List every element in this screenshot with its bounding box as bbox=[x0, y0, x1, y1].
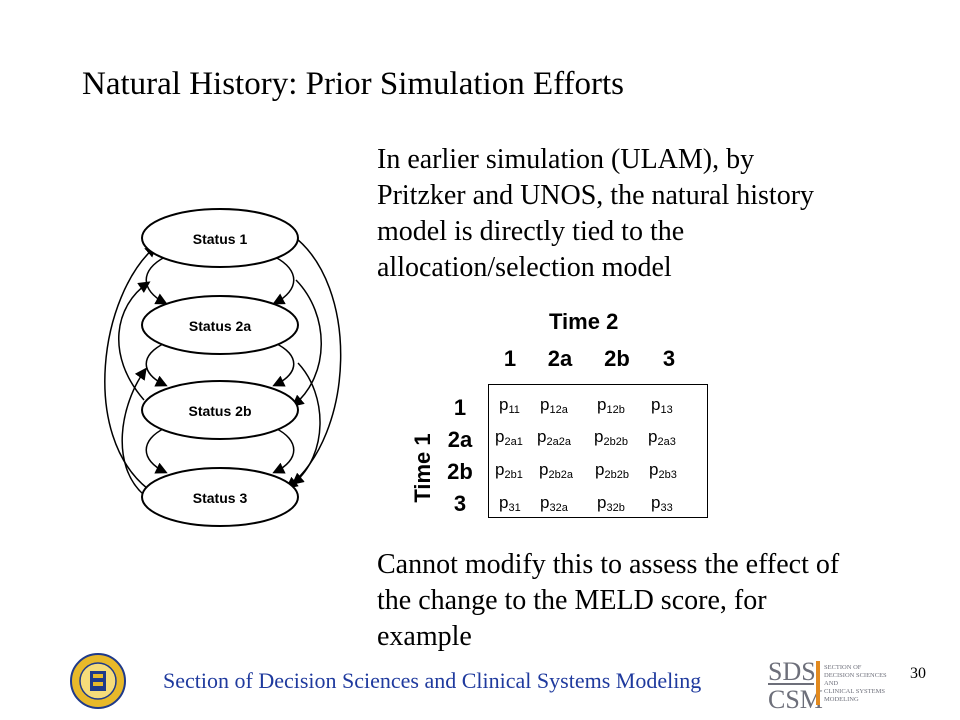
col-header: 2a bbox=[547, 346, 573, 371]
transition-matrix: p11 p12a p12b p13 p2a1 p2a2a p2b2b p2a3 … bbox=[488, 384, 708, 518]
matrix-cell: p2b3 bbox=[649, 460, 677, 481]
slide-title: Natural History: Prior Simulation Effort… bbox=[82, 66, 625, 102]
state-transition-diagram: Status 1 Status 2a Status 2b Status 3 bbox=[60, 195, 380, 535]
matrix-cell: p2b2b bbox=[595, 460, 629, 481]
state-label: Status 2a bbox=[189, 318, 251, 334]
matrix-cell: p32b bbox=[597, 493, 625, 514]
matrix-cell: p2b2a bbox=[539, 460, 573, 481]
transition-arrow bbox=[145, 256, 168, 305]
time2-label: Time 2 bbox=[549, 309, 619, 334]
state-label: Status 3 bbox=[193, 490, 248, 506]
state-node bbox=[141, 295, 299, 355]
footer-section-name: Section of Decision Sciences and Clinica… bbox=[163, 668, 702, 693]
matrix-cell: p2a2a bbox=[537, 427, 571, 448]
matrix-cell: p13 bbox=[651, 395, 673, 416]
svg-text:CSM: CSM bbox=[768, 685, 823, 710]
paragraph-limitation: Cannot modify this to assess the effect … bbox=[377, 549, 840, 652]
paragraph-simulation: In earlier simulation (ULAM), by Pritzke… bbox=[377, 144, 815, 283]
transition-arrow bbox=[104, 245, 158, 490]
row-header: 2a bbox=[447, 427, 473, 452]
svg-text:CLINICAL SYSTEMS: CLINICAL SYSTEMS bbox=[824, 688, 885, 695]
matrix-cell: p12a bbox=[540, 395, 568, 416]
matrix-cell: p12b bbox=[597, 395, 625, 416]
matrix-cell: p2b1 bbox=[495, 460, 523, 481]
transition-arrow bbox=[145, 342, 168, 387]
page-number: 30 bbox=[910, 665, 926, 682]
state-node bbox=[141, 380, 299, 440]
col-header: 1 bbox=[503, 346, 517, 371]
transition-arrow bbox=[118, 281, 151, 401]
row-header: 1 bbox=[453, 395, 467, 420]
transition-arrow bbox=[121, 367, 147, 496]
svg-text:SDS: SDS bbox=[768, 657, 816, 686]
transition-arrow bbox=[272, 427, 295, 474]
transition-arrow bbox=[285, 234, 342, 489]
svg-text:MODELING: MODELING bbox=[824, 696, 859, 703]
row-header: 3 bbox=[453, 491, 467, 516]
matrix-cell: p2a1 bbox=[495, 427, 523, 448]
svg-text:SECTION OF: SECTION OF bbox=[824, 664, 862, 671]
state-label: Status 1 bbox=[193, 231, 248, 247]
transition-arrow bbox=[145, 427, 168, 474]
state-label: Status 2b bbox=[188, 403, 251, 419]
matrix-cell: p31 bbox=[499, 493, 521, 514]
transition-arrow bbox=[291, 362, 321, 485]
matrix-cell: p2a3 bbox=[648, 427, 676, 448]
sdscsm-logo: SDS CSM SECTION OF DECISION SCIENCES AND… bbox=[768, 655, 893, 714]
row-header: 2b bbox=[447, 459, 473, 484]
transition-arrow bbox=[291, 279, 322, 407]
svg-text:AND: AND bbox=[824, 680, 838, 687]
matrix-cell: p11 bbox=[499, 395, 520, 416]
state-node bbox=[141, 467, 299, 527]
col-header: 3 bbox=[662, 346, 676, 371]
col-header: 2b bbox=[604, 346, 630, 371]
transition-arrow bbox=[272, 342, 295, 387]
matrix-cell: p32a bbox=[540, 493, 568, 514]
svg-text:DECISION SCIENCES: DECISION SCIENCES bbox=[824, 672, 887, 679]
transition-arrow bbox=[272, 256, 295, 305]
matrix-cell: p2b2b bbox=[594, 427, 628, 448]
state-node bbox=[141, 208, 299, 268]
time1-label: Time 1 bbox=[410, 433, 435, 503]
matrix-cell: p33 bbox=[651, 493, 673, 514]
university-seal-logo bbox=[70, 653, 126, 709]
